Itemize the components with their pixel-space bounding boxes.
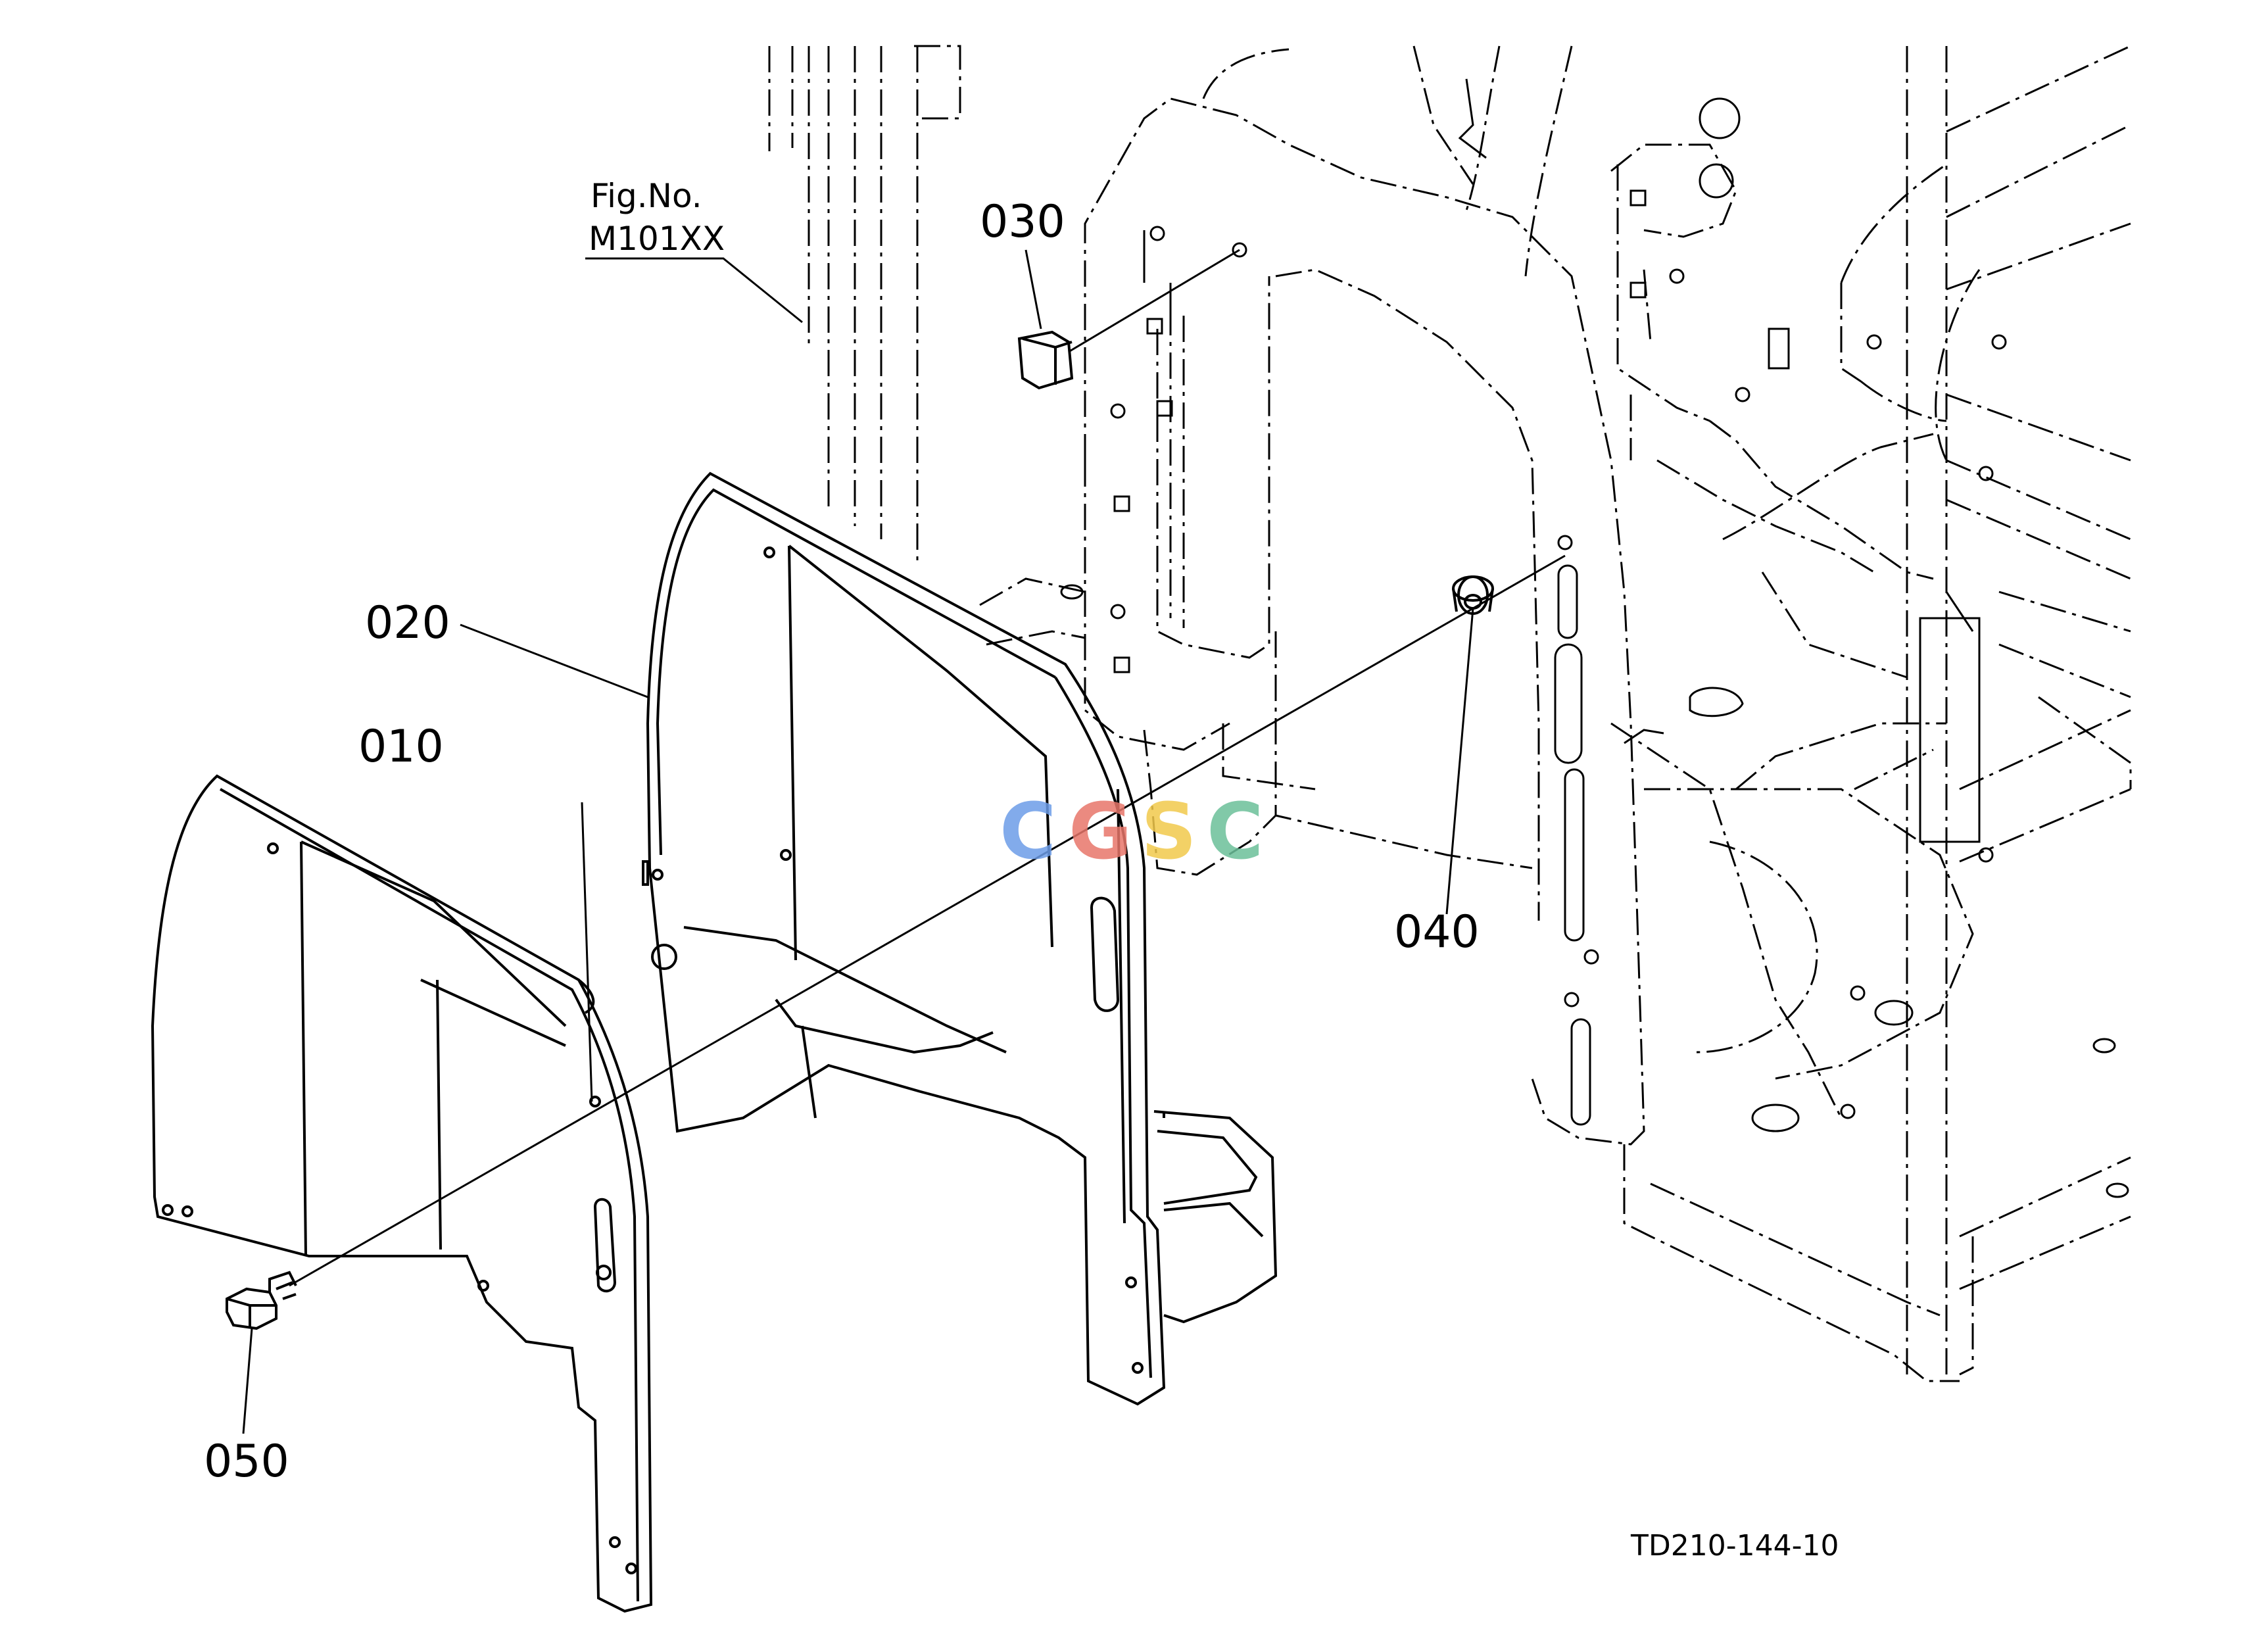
part-020-cover — [642, 472, 1278, 1406]
part-010-panel — [151, 774, 653, 1613]
machine-frame-phantom — [768, 45, 2132, 1382]
watermark-logo: C G S C — [1000, 786, 1264, 877]
callout-010: 010 — [358, 721, 444, 773]
watermark-letter-c1: C — [1000, 786, 1057, 877]
callout-030: 030 — [980, 196, 1065, 248]
drawing-code: TD210-144-10 — [1630, 1529, 1839, 1563]
leader-lines — [242, 249, 1474, 1434]
callout-020: 020 — [365, 597, 450, 649]
assembly-lines — [289, 249, 1566, 1287]
callout-040: 040 — [1394, 906, 1480, 958]
machine-solid-details — [1060, 78, 2129, 1198]
part-050-bolt — [226, 1271, 297, 1330]
watermark-letter-s: S — [1141, 786, 1197, 877]
callout-050: 050 — [204, 1436, 289, 1488]
watermark-letter-g: G — [1069, 786, 1132, 877]
figure-reference-line1: Fig.No. — [591, 177, 702, 215]
figure-reference-line2: M101XX — [589, 220, 725, 258]
watermark-letter-c2: C — [1207, 786, 1264, 877]
part-030-cushion — [1017, 330, 1074, 390]
